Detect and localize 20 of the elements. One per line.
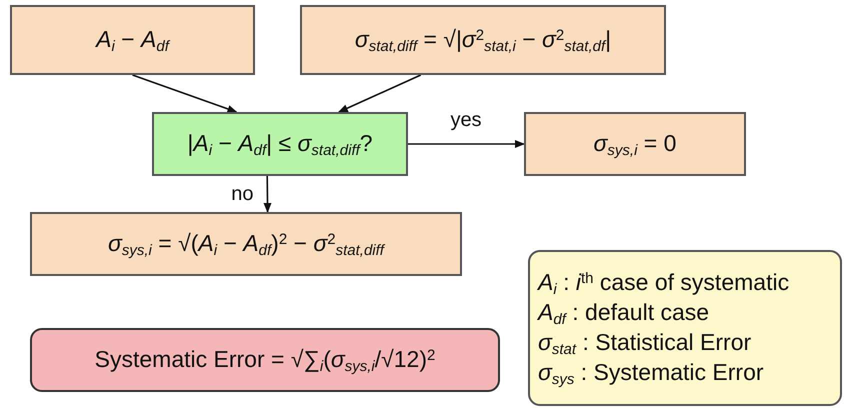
- arrow: [338, 74, 422, 113]
- note-box: [528, 250, 842, 406]
- formula-text: |A$_{i}$ − A$_{df}$| ≤ σ$_{stat,diff}$?: [187, 129, 373, 159]
- formula-text: A$_{i}$ − A$_{df}$: [96, 25, 169, 55]
- formula-text: σ$_{stat,diff}$ = √|σ$^{2}$$_{stat,i}$ − σ$^{2}$$_{stat,df}$|: [354, 25, 612, 55]
- formula-text: σ$_{sys,i}$ = 0: [594, 129, 676, 159]
- process-box: [524, 112, 746, 176]
- arrow: [408, 140, 525, 148]
- result-box: [30, 328, 500, 392]
- definition-text: σ$_{sys}$ : Systematic Error: [538, 358, 764, 388]
- definition-text: A$_{df}$ : default case: [538, 298, 710, 328]
- process-box: [10, 5, 255, 75]
- process-box: [300, 5, 666, 75]
- arrow: [132, 74, 238, 113]
- arrow: [264, 176, 272, 213]
- definition-text: A$_{i}$ : i$^{th}$ case of systematic: [538, 268, 790, 298]
- process-box: [30, 212, 462, 276]
- formula-text: Systematic Error = √∑$_{i}$(σ$_{sys,i}$/√12)$^{2}$: [94, 345, 436, 375]
- decision-box: [152, 112, 408, 176]
- definition-text: σ$_{stat}$ : Statistical Error: [538, 328, 752, 358]
